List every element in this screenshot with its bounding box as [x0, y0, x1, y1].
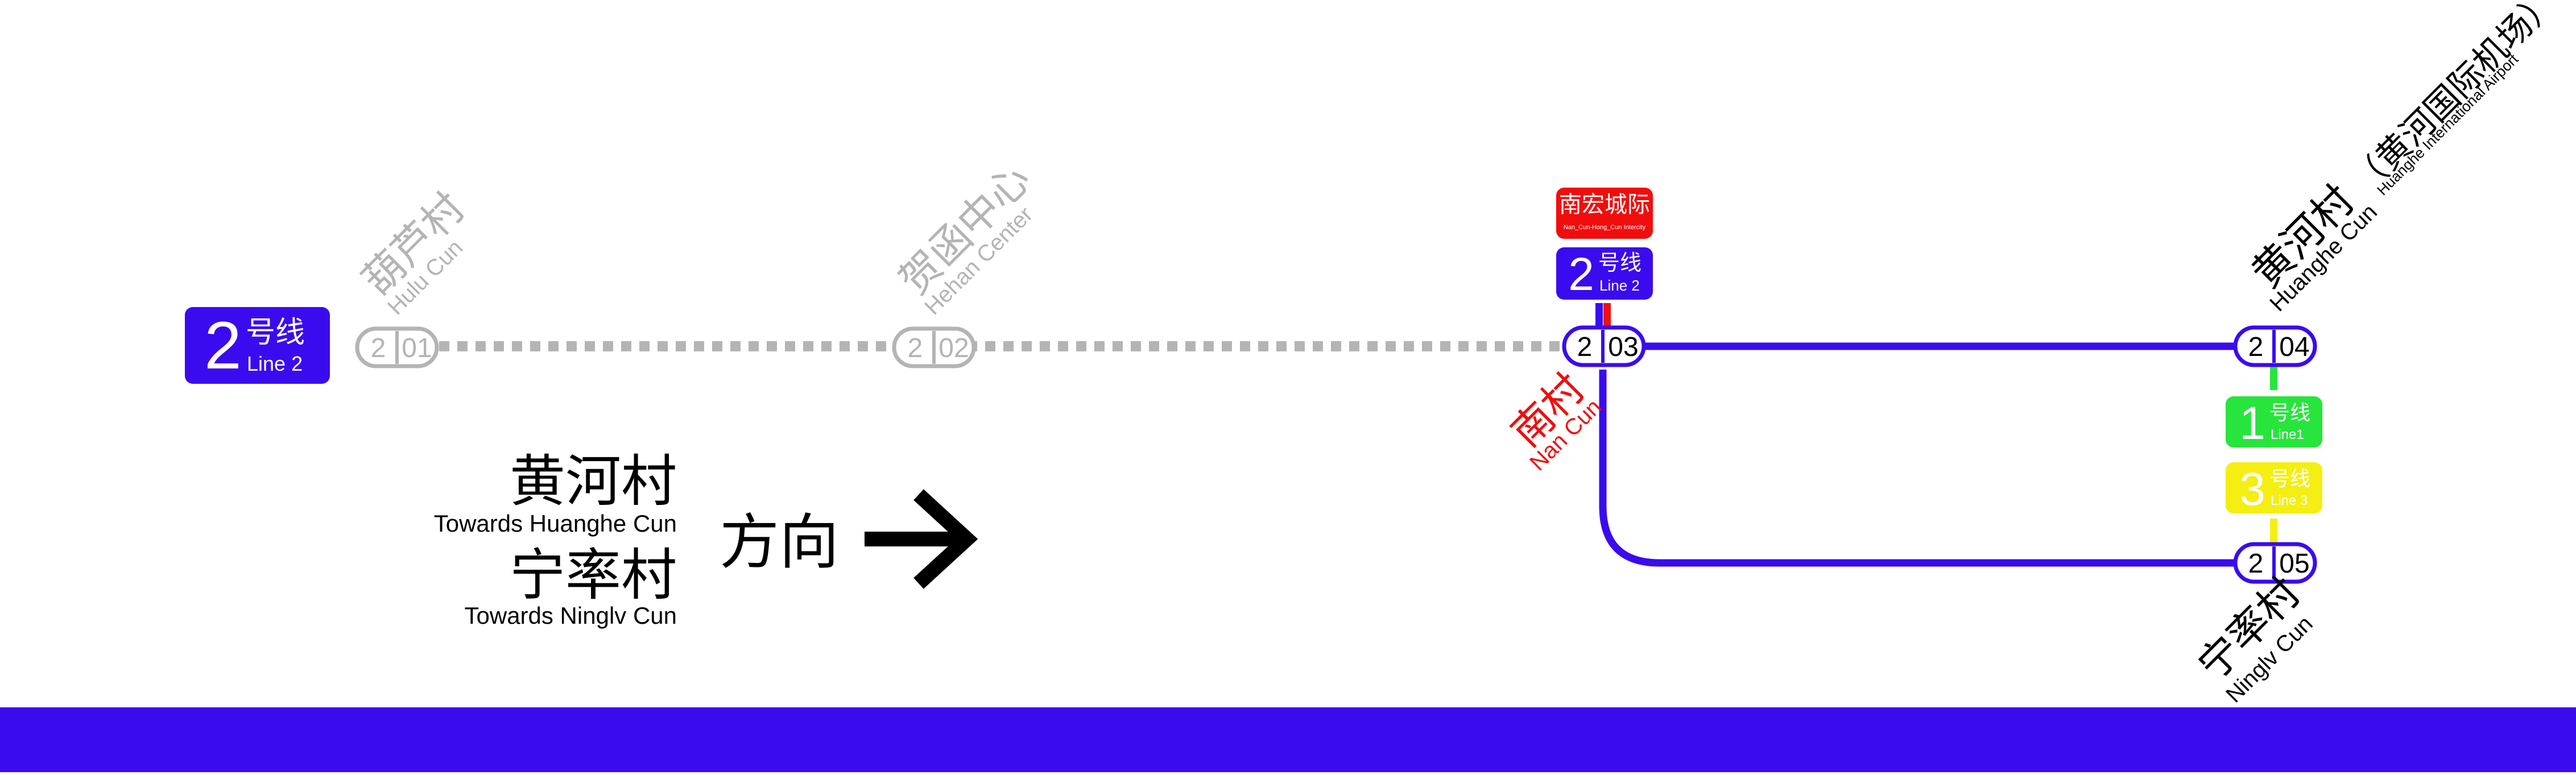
station-202-code: 02: [938, 333, 969, 363]
station-201-code: 01: [402, 333, 432, 363]
line3-transfer-badge-cn: 号线: [2269, 467, 2310, 490]
station-205-code: 05: [2279, 549, 2309, 579]
line3-transfer-badge-bg: [2226, 462, 2322, 513]
station-204-name-cn-extra: （黄河国际机场）: [2345, 0, 2565, 201]
line2-transfer-badge-bg: [1556, 247, 1653, 300]
line1-transfer-badge-number: 1: [2239, 397, 2265, 449]
station-204-line: 2: [2248, 332, 2264, 362]
line2-transfer-badge-number: 2: [1568, 248, 1594, 300]
transfer-connector-line1: [2270, 363, 2277, 390]
intercity-badge-cn: 南宏城际: [1559, 192, 1650, 217]
line1-transfer-badge[interactable]: 1 号线 Line1: [2226, 396, 2322, 449]
line2-transfer-badge-cn: 号线: [1598, 251, 1641, 275]
transfer-connector-line2: [1595, 303, 1603, 326]
station-201[interactable]: 2 01: [355, 326, 439, 368]
direction-dest2-en: Towards Ninglv Cun: [465, 602, 677, 629]
bottom-band: [0, 707, 2576, 772]
line3-transfer-badge-number: 3: [2239, 463, 2265, 515]
direction-dest1-cn: 黄河村: [510, 450, 677, 512]
arrow-right-icon: [865, 489, 978, 589]
station-201-line: 2: [371, 333, 386, 363]
station-202[interactable]: 2 02: [892, 326, 976, 368]
line-badge-bg: [185, 307, 330, 384]
station-205-line: 2: [2248, 549, 2264, 579]
line-badge-number: 2: [204, 308, 242, 383]
station-203-code: 03: [1608, 332, 1638, 362]
line-badge: 2 号线 Line 2: [185, 307, 330, 384]
line-badge-cn: 号线: [246, 316, 305, 349]
station-205[interactable]: 2 05: [2233, 542, 2317, 584]
line1-transfer-badge-en: Line1: [2271, 427, 2304, 442]
line3-transfer-badge-en: Line 3: [2271, 493, 2308, 508]
line3-transfer-badge[interactable]: 3 号线 Line 3: [2226, 462, 2322, 515]
station-203[interactable]: 2 03: [1562, 325, 1646, 367]
station-202-line: 2: [908, 333, 923, 363]
direction-dest2-cn: 宁率村: [510, 544, 677, 606]
intercity-badge-bg: [1556, 188, 1653, 239]
direction-panel: 黄河村 Towards Huanghe Cun 宁率村 Towards Ning…: [434, 450, 978, 629]
line2-transfer-badge-en: Line 2: [1599, 277, 1640, 294]
transfer-connector-intercity: [1603, 303, 1611, 326]
direction-dest1-en: Towards Huanghe Cun: [434, 510, 677, 537]
line-badge-en: Line 2: [247, 352, 303, 375]
active-track-branch: [1599, 370, 2238, 567]
station-203-line: 2: [1577, 332, 1593, 362]
direction-label: 方向: [720, 509, 839, 576]
intercity-badge-en: Nan_Cun-Hong_Cun Intercity: [1564, 224, 1646, 231]
line1-transfer-badge-cn: 号线: [2269, 401, 2310, 424]
transfer-connector-line3: [2270, 519, 2277, 545]
line2-transfer-badge[interactable]: 2 号线 Line 2: [1556, 247, 1653, 300]
line1-transfer-badge-bg: [2226, 396, 2322, 447]
intercity-badge[interactable]: 南宏城际 Nan_Cun-Hong_Cun Intercity: [1556, 188, 1653, 239]
station-204-code: 04: [2279, 332, 2309, 362]
station-204[interactable]: 2 04: [2233, 325, 2317, 367]
